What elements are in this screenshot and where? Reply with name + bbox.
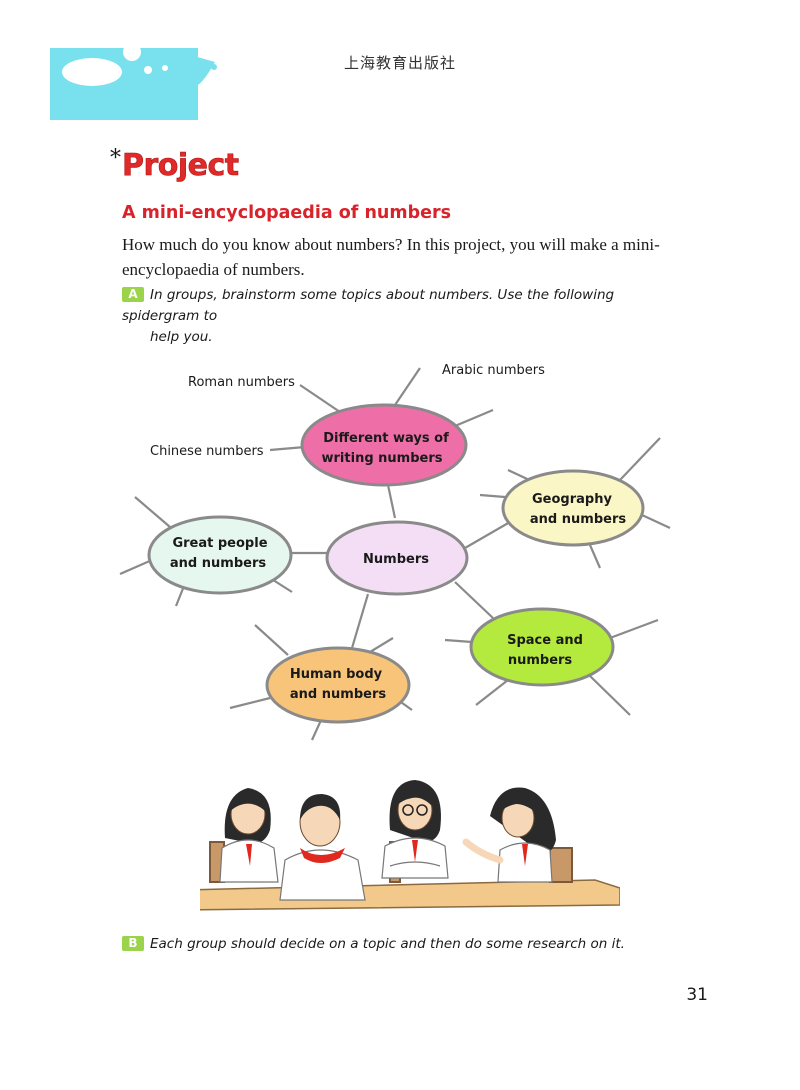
student-3 <box>381 780 449 879</box>
students-illustration <box>200 780 620 911</box>
student-4 <box>462 787 556 883</box>
node-great-people-line2: and numbers <box>170 556 266 571</box>
task-a-badge: A <box>122 287 144 302</box>
node-geography-line1: Geography <box>532 492 612 507</box>
student-2 <box>279 794 366 901</box>
publisher-header: 上海教育出版社 <box>343 54 456 72</box>
student-1 <box>219 788 279 883</box>
node-great-people-bubble <box>147 515 293 595</box>
task-b: B Each group should decide on a topic and… <box>122 934 682 955</box>
node-geography-bubble <box>501 469 645 547</box>
asterisk-mark: * <box>110 146 121 171</box>
page-number: 31 <box>686 985 708 1005</box>
section-subtitle: A mini-encyclopaedia of numbers <box>122 203 452 223</box>
node-space-bubble <box>469 607 615 687</box>
node-center-label: Numbers <box>363 552 429 567</box>
spidergram: Different ways of writing numbers Geogra… <box>119 363 671 741</box>
task-a-line2: help you. <box>150 329 213 345</box>
node-human-body-bubble <box>265 646 411 724</box>
node-geography-line2: and numbers <box>530 512 626 527</box>
node-space-line2: numbers <box>508 653 573 668</box>
node-writing-line1: Different ways of <box>323 431 449 446</box>
node-writing-line2: writing numbers <box>322 451 443 466</box>
node-center-bubble <box>325 520 469 596</box>
task-b-text: Each group should decide on a topic and … <box>150 936 625 952</box>
node-human-body-line1: Human body <box>290 667 383 682</box>
outer-label-chinese: Chinese numbers <box>150 444 264 459</box>
node-great-people-line1: Great people <box>172 536 267 551</box>
spidergram-lines <box>119 367 671 741</box>
corner-decoration <box>50 43 217 120</box>
outer-label-roman: Roman numbers <box>188 375 295 390</box>
node-human-body-line2: and numbers <box>290 687 386 702</box>
task-a-line1: In groups, brainstorm some topics about … <box>122 287 615 324</box>
section-title: Project <box>122 148 240 184</box>
outer-label-arabic: Arabic numbers <box>442 363 545 378</box>
node-writing-bubble <box>300 403 468 487</box>
intro-paragraph: How much do you know about numbers? In t… <box>122 235 660 279</box>
task-b-badge: B <box>122 936 144 951</box>
node-space-line1: Space and <box>507 633 583 648</box>
